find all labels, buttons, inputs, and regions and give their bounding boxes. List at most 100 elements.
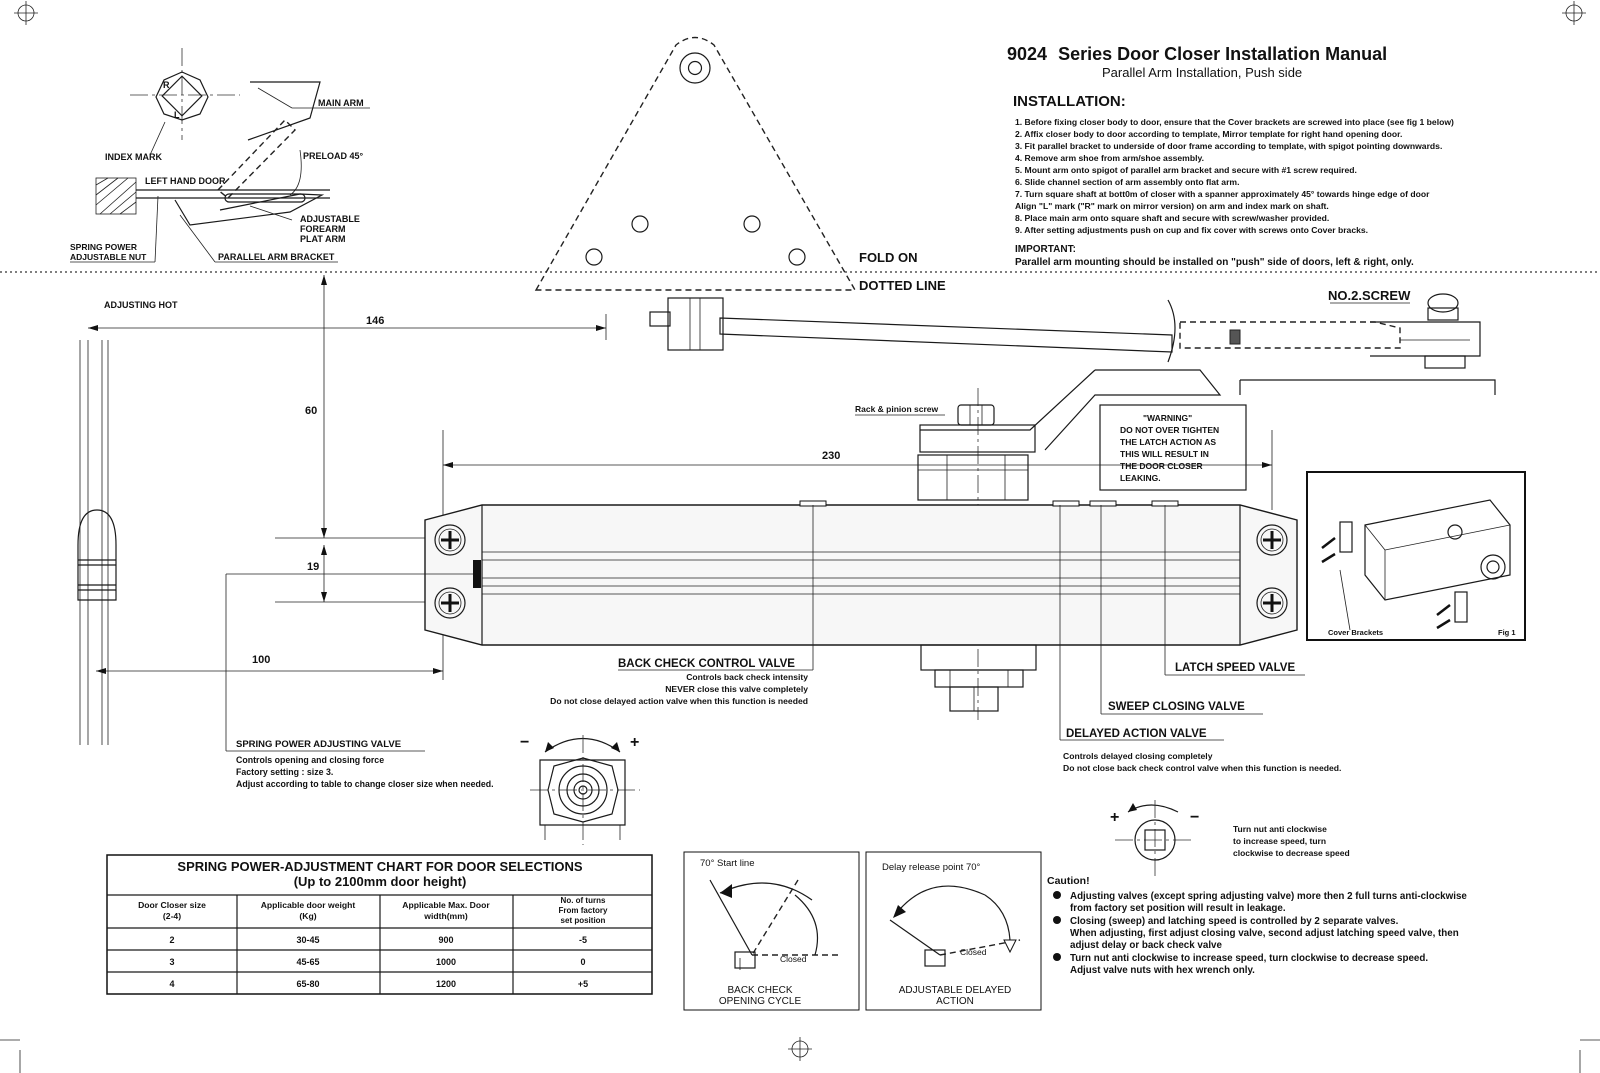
installation-step: 8. Place main arm onto square shaft and … xyxy=(1015,213,1329,223)
crop-marks xyxy=(0,1039,1600,1073)
nut-note-line: clockwise to decrease speed xyxy=(1233,848,1350,858)
caution-line: Closing (sweep) and latching speed is co… xyxy=(1070,916,1399,927)
chart-header: width(mm) xyxy=(423,911,468,921)
warning-box: "WARNING" DO NOT OVER TIGHTEN THE LATCH … xyxy=(1099,404,1247,491)
chart-header: (Kg) xyxy=(299,911,316,921)
bullet-icon xyxy=(1053,953,1061,961)
parallel-bracket-template xyxy=(534,36,857,291)
caution-line: Turn nut anti clockwise to increase spee… xyxy=(1070,953,1428,964)
chart-cell: 4 xyxy=(169,979,174,989)
mark-l: L xyxy=(174,110,180,120)
fig1-label: Fig 1 xyxy=(1498,628,1516,637)
warning-line: DO NOT OVER TIGHTEN xyxy=(1120,425,1219,435)
installation-step: Align "L" mark ("R" mark on mirror versi… xyxy=(1015,201,1329,211)
installation-heading: INSTALLATION: xyxy=(1013,93,1126,110)
adjustable-forearm-label: PLAT ARM xyxy=(300,234,346,244)
installation-step: 6. Slide channel section of arm assembly… xyxy=(1015,177,1239,187)
speed-nut-detail: + − Turn nut anti clockwise to increase … xyxy=(1110,800,1350,880)
warning-line: THE DOOR CLOSER xyxy=(1120,461,1203,471)
installation-step: 4. Remove arm shoe from arm/shoe assembl… xyxy=(1015,153,1204,163)
preload-label: PRELOAD 45° xyxy=(303,151,364,161)
fig1-box: Cover Brackets Fig 1 xyxy=(1306,471,1526,641)
installation-step: 1. Before fixing closer body to door, en… xyxy=(1015,117,1454,127)
delayed-action-line: Controls delayed closing completely xyxy=(1063,751,1213,761)
cycle-left-caption: OPENING CYCLE xyxy=(719,996,802,1007)
mounting-screw-icon xyxy=(1256,524,1288,556)
delayed-action-line: Do not close back check control valve wh… xyxy=(1063,763,1341,773)
arm-assembly: NO.2.SCREW xyxy=(649,288,1496,451)
bullet-icon xyxy=(1053,891,1061,899)
spring-power-nut-label: ADJUSTABLE NUT xyxy=(70,252,147,262)
rack-pinion-label: Rack & pinion screw xyxy=(855,404,939,414)
chart-header: (2-4) xyxy=(163,911,181,921)
important-heading: IMPORTANT: xyxy=(1015,244,1076,255)
caution-line: adjust delay or back check valve xyxy=(1070,940,1222,951)
installation-step: 3. Fit parallel bracket to underside of … xyxy=(1015,141,1442,151)
page-title: Series Door Closer Installation Manual xyxy=(1058,44,1387,64)
mounting-screw-icon xyxy=(434,524,466,556)
fold-label-line2: DOTTED LINE xyxy=(859,278,946,293)
svg-text:−: − xyxy=(1190,809,1199,826)
chart-header: set position xyxy=(561,916,606,925)
chart-header: No. of turns xyxy=(561,896,606,905)
cycle-left-top: 70° Start line xyxy=(700,858,755,869)
delayed-action-title: DELAYED ACTION VALVE xyxy=(1066,728,1207,740)
dim-230: 230 xyxy=(822,450,840,462)
installation-step: 5. Mount arm onto spigot of parallel arm… xyxy=(1015,165,1357,175)
installation-step: 9. After setting adjustments push on cup… xyxy=(1015,225,1368,235)
sweep-closing-title: SWEEP CLOSING VALVE xyxy=(1108,701,1245,713)
caution-section: Caution! Adjusting valves (except spring… xyxy=(1047,875,1467,976)
adjusting-hot-label: ADJUSTING HOT xyxy=(104,300,178,310)
fold-label-line1: FOLD ON xyxy=(859,250,918,265)
warning-line: THE LATCH ACTION AS xyxy=(1120,437,1216,447)
chart-cell: 45-65 xyxy=(296,957,319,967)
installation-step: 2. Affix closer body to door according t… xyxy=(1015,129,1402,139)
chart-cell: 0 xyxy=(580,957,585,967)
chart-cell: 65-80 xyxy=(296,979,319,989)
dim-19: 19 xyxy=(307,561,319,573)
spring-power-line: Controls opening and closing force xyxy=(236,755,384,765)
registration-mark-top-right xyxy=(1562,1,1586,25)
nut-note-line: to increase speed, turn xyxy=(1233,836,1326,846)
dim-60: 60 xyxy=(305,405,317,417)
closer-body xyxy=(424,500,1298,712)
registration-mark-top-left xyxy=(14,1,38,25)
arm-index-detail: R L MAIN ARM INDEX MARK PRELOAD 45° LEFT… xyxy=(70,48,370,263)
chart-header: Door Closer size xyxy=(138,900,206,910)
mounting-screw-icon xyxy=(434,587,466,619)
installation-steps: 1. Before fixing closer body to door, en… xyxy=(1015,117,1454,235)
chart-header: Applicable Max. Door xyxy=(402,900,490,910)
latch-speed-title: LATCH SPEED VALVE xyxy=(1175,662,1295,674)
cycle-left-caption: BACK CHECK xyxy=(727,985,792,996)
svg-text:+: + xyxy=(1110,809,1119,826)
square-shaft-outline xyxy=(155,71,209,121)
chart-cell: 1000 xyxy=(436,957,456,967)
installation-step: 7. Turn square shaft at bott0m of closer… xyxy=(1015,189,1430,199)
caution-line: from factory set position will result in… xyxy=(1070,903,1286,914)
model-number: 9024 xyxy=(1007,44,1047,64)
chart-cell: -5 xyxy=(579,935,587,945)
plus-sign: + xyxy=(630,734,639,751)
no2-screw-label: NO.2.SCREW xyxy=(1328,288,1411,303)
cycle-right-caption: ACTION xyxy=(936,996,974,1007)
back-check-cycle-diagram: 70° Start line Closed BACK CHECK OPENING… xyxy=(683,851,860,1011)
chart-title: SPRING POWER-ADJUSTMENT CHART FOR DOOR S… xyxy=(177,859,583,874)
valve-callouts: BACK CHECK CONTROL VALVE Controls back c… xyxy=(225,505,1341,789)
pinion-stack xyxy=(917,404,1036,501)
mark-r: R xyxy=(163,80,170,90)
chart-cell: 1200 xyxy=(436,979,456,989)
caution-heading: Caution! xyxy=(1047,875,1090,887)
chart-cell: 30-45 xyxy=(296,935,319,945)
chart-header: From factory xyxy=(559,906,608,915)
delayed-action-diagram: Delay release point 70° Closed ADJUSTABL… xyxy=(865,851,1042,1011)
warning-line: THIS WILL RESULT IN xyxy=(1120,449,1209,459)
door-frame-hatch xyxy=(95,177,137,215)
dim-100: 100 xyxy=(252,654,270,666)
warning-line: LEAKING. xyxy=(1120,473,1161,483)
index-mark-label: INDEX MARK xyxy=(105,152,163,162)
cycle-right-top: Delay release point 70° xyxy=(882,862,981,873)
chart-cell: 900 xyxy=(438,935,453,945)
cycle-left-closed: Closed xyxy=(780,954,807,964)
back-check-title: BACK CHECK CONTROL VALVE xyxy=(618,658,795,670)
